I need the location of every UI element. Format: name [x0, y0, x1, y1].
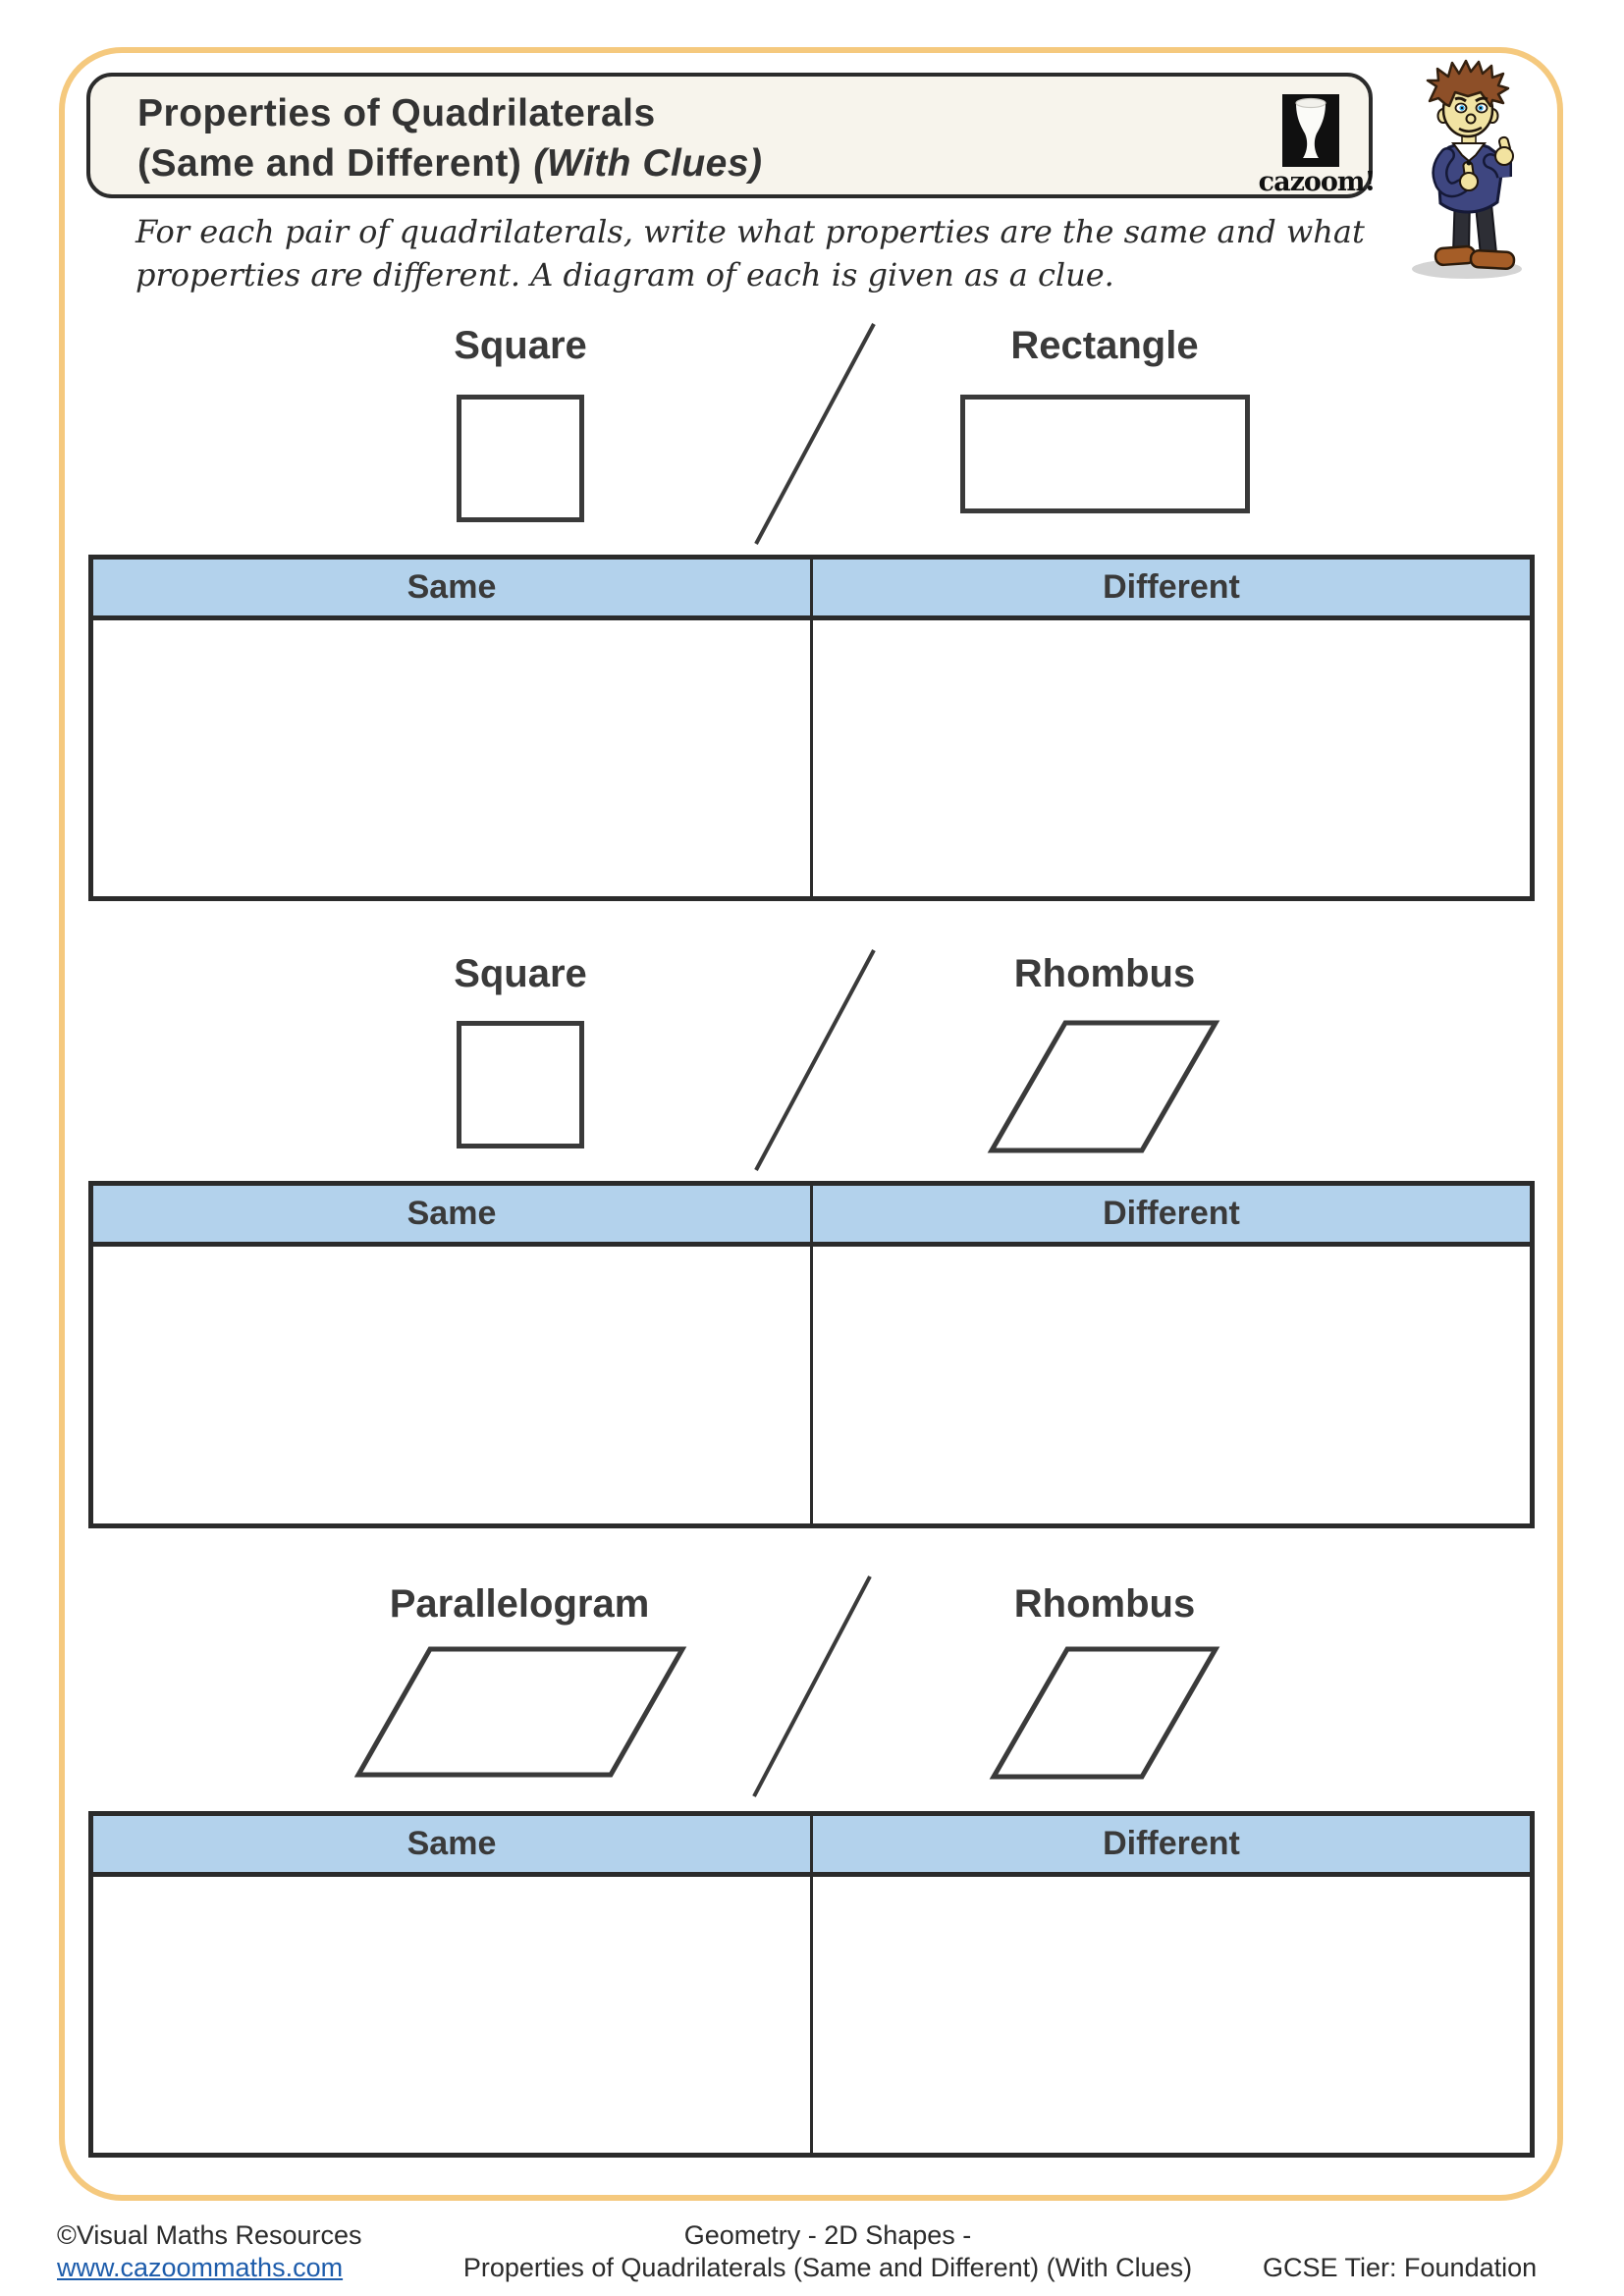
- section3-left-shape-label: Parallelogram: [389, 1582, 650, 1626]
- section1-same-header: Same: [93, 560, 813, 615]
- section2-square-diagram: [457, 1021, 584, 1148]
- section2-right-shape-label: Rhombus: [1013, 952, 1196, 995]
- section1-right-shape-label: Rectangle: [1010, 324, 1199, 367]
- section2-different-answer-cell[interactable]: [813, 1247, 1530, 1523]
- section1-left-shape-label: Square: [454, 324, 587, 367]
- section2-left-shape-label: Square: [454, 952, 587, 995]
- section3-different-header: Different: [1103, 1825, 1240, 1862]
- section1-same-answer-cell[interactable]: [93, 620, 813, 896]
- title-box: Properties of Quadrilaterals (Same and D…: [86, 73, 1376, 198]
- page-title-line2-italic: (With Clues): [533, 142, 763, 185]
- cazoom-logo: cazoom!: [1253, 92, 1380, 197]
- page-title-line2: (Same and Different) (With Clues): [137, 142, 763, 186]
- section2-different-header: Different: [1103, 1195, 1240, 1232]
- section2-same-header: Same: [93, 1186, 813, 1242]
- page-title-line1: Properties of Quadrilaterals: [137, 92, 656, 134]
- section3-divider-slash: [752, 1575, 872, 1797]
- page-border: [59, 47, 1563, 2201]
- section3-rhombus-diagram: [989, 1646, 1220, 1780]
- instructions: For each pair of quadrilaterals, write w…: [135, 210, 1373, 296]
- instructions-line2: properties are different. A diagram of e…: [135, 256, 1114, 294]
- section3-same-answer-cell[interactable]: [93, 1877, 813, 2153]
- section3-right-shape-label: Rhombus: [1013, 1582, 1196, 1626]
- section1-different-answer-cell[interactable]: [813, 620, 1530, 896]
- section2-table-body: [93, 1247, 1530, 1523]
- footer-center-line1: Geometry - 2D Shapes -: [683, 2220, 972, 2250]
- section2-same-answer-cell[interactable]: [93, 1247, 813, 1523]
- section1-different-header: Different: [1103, 568, 1240, 606]
- section1-table-body: [93, 620, 1530, 896]
- section3-different-answer-cell[interactable]: [813, 1877, 1530, 2153]
- section1-table-header: Same Different: [93, 560, 1530, 620]
- footer-center-line2: Properties of Quadrilaterals (Same and D…: [462, 2253, 1193, 2282]
- website-link[interactable]: www.cazoommaths.com: [57, 2253, 344, 2282]
- section3-same-header: Same: [93, 1816, 813, 1872]
- page-title-line2-main: (Same and Different): [137, 142, 522, 185]
- section2-divider-slash: [754, 949, 876, 1171]
- cazoom-vase-icon: [1282, 94, 1339, 167]
- section3-table-body: [93, 1877, 1530, 2153]
- gcse-tier-text: GCSE Tier: Foundation: [1263, 2253, 1538, 2282]
- section3-table-header: Same Different: [93, 1816, 1530, 1877]
- section3-table: Same Different: [88, 1811, 1535, 2158]
- section2-table-header: Same Different: [93, 1186, 1530, 1247]
- section1-square-diagram: [457, 395, 584, 522]
- copyright-text: ©Visual Maths Resources: [57, 2220, 362, 2250]
- instructions-line1: For each pair of quadrilaterals, write w…: [135, 213, 1365, 250]
- section1-divider-slash: [754, 323, 876, 545]
- section2-rhombus-diagram: [987, 1020, 1220, 1153]
- section3-parallelogram-diagram: [354, 1646, 687, 1778]
- cazoom-logo-text: cazoom!: [1258, 167, 1377, 197]
- section1-rectangle-diagram: [960, 395, 1250, 513]
- section1-table: Same Different: [88, 555, 1535, 901]
- mascot-boy-illustration: [1412, 59, 1522, 279]
- section2-table: Same Different: [88, 1181, 1535, 1528]
